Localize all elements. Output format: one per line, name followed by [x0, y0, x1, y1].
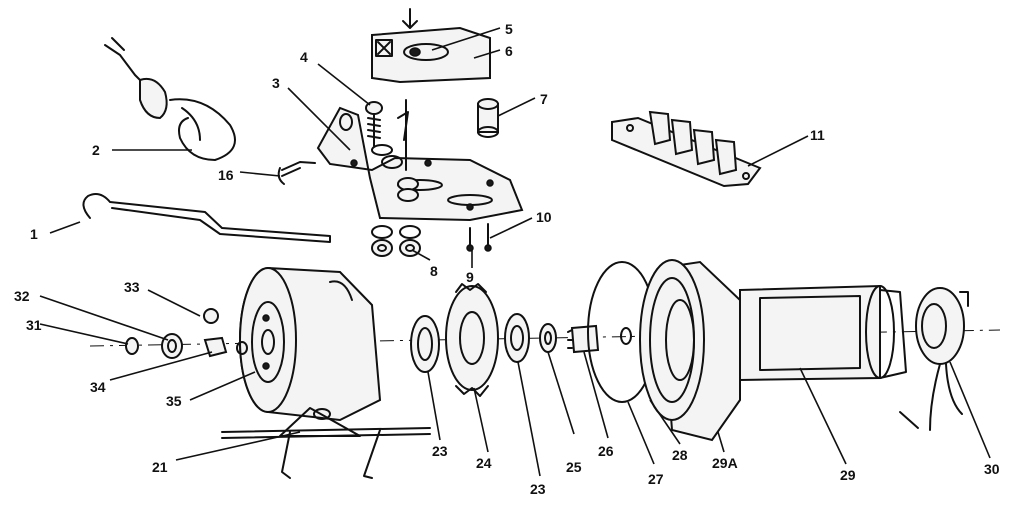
bolt-4 — [365, 101, 403, 169]
label-8: 8 — [430, 263, 438, 279]
bolt-16 — [277, 161, 316, 185]
ring-gear-housing — [639, 259, 741, 442]
label-7: 7 — [540, 91, 548, 107]
label-2: 2 — [92, 142, 100, 158]
label-1: 1 — [30, 226, 38, 242]
shaft-parts — [125, 308, 248, 359]
label-4: 4 — [300, 49, 308, 65]
label-25: 25 — [566, 459, 582, 475]
terminal-strip — [611, 110, 762, 188]
motor — [739, 284, 907, 382]
pinion-26 — [567, 324, 600, 354]
leader-lines — [39, 27, 991, 477]
switch-box — [371, 8, 491, 84]
label-5: 5 — [505, 21, 513, 37]
label-11: 11 — [810, 127, 825, 143]
label-16: 16 — [218, 167, 234, 183]
label-24: 24 — [476, 455, 492, 471]
label-34: 34 — [90, 379, 106, 395]
label-23-first: 23 — [432, 443, 448, 459]
label-29A: 29A — [712, 455, 738, 471]
label-31: 31 — [26, 317, 42, 333]
label-30: 30 — [984, 461, 1000, 477]
washer-25 — [539, 323, 557, 353]
drum-assembly — [239, 266, 382, 437]
hardware-stack — [397, 99, 419, 202]
label-9: 9 — [466, 269, 474, 285]
mounting-bracket — [316, 106, 524, 222]
tie-rods — [221, 427, 431, 479]
label-6: 6 — [505, 43, 513, 59]
crank-rod — [82, 193, 331, 243]
ring-23-second — [504, 313, 530, 363]
part-labels: 1 2 3 4 5 6 7 8 9 10 11 16 21 23 23 24 2… — [14, 21, 1000, 497]
label-27: 27 — [648, 471, 664, 487]
label-33: 33 — [124, 279, 140, 295]
label-28: 28 — [672, 447, 688, 463]
nuts-8 — [371, 225, 421, 257]
screws-9-10 — [466, 223, 492, 252]
end-cap — [899, 287, 969, 431]
label-3: 3 — [272, 75, 280, 91]
hook-assembly — [104, 37, 236, 161]
label-10: 10 — [536, 209, 552, 225]
ring-23-first — [410, 315, 440, 373]
label-35: 35 — [166, 393, 182, 409]
label-29: 29 — [840, 467, 856, 483]
label-21: 21 — [152, 459, 168, 475]
label-26: 26 — [598, 443, 614, 459]
spacer-7 — [477, 98, 499, 138]
label-32: 32 — [14, 288, 30, 304]
gear-carrier — [445, 283, 499, 397]
label-23-second: 23 — [530, 481, 546, 497]
